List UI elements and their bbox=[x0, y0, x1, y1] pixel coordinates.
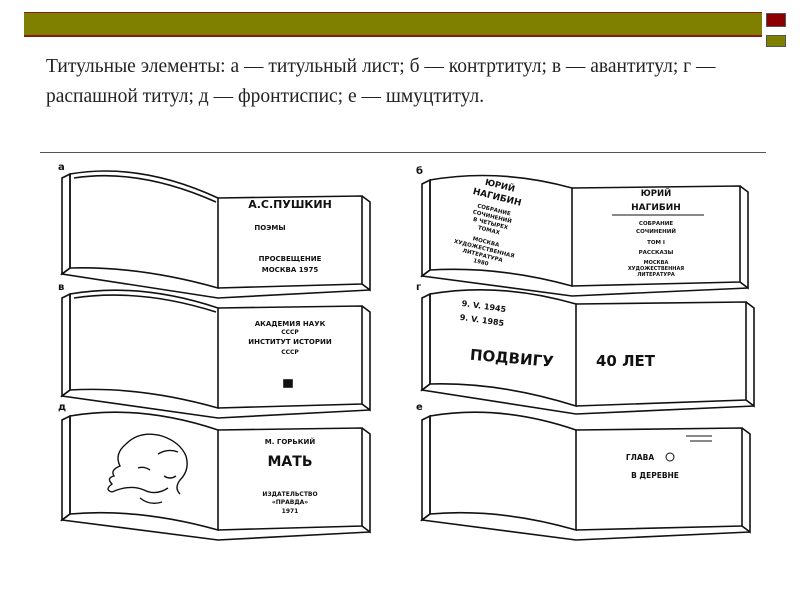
panel-v: в АКАДЕМИЯ НАУК СССР ИНСТИТУТ ИСТОРИИ СС… bbox=[58, 282, 371, 419]
panel-d-letter: д bbox=[58, 402, 66, 413]
panel-a: а А.С.ПУШКИН ПОЭМЫ ПРОСВЕЩЕНИЕ МОСКВА 19… bbox=[58, 162, 371, 299]
panel-v-line-0: АКАДЕМИЯ НАУК bbox=[255, 320, 326, 328]
title-elements-figure: а А.С.ПУШКИН ПОЭМЫ ПРОСВЕЩЕНИЕ МОСКВА 19… bbox=[40, 158, 760, 563]
panel-a-line-2: ПРОСВЕЩЕНИЕ bbox=[259, 255, 322, 263]
panel-g: г 9. V. 1945 9. V. 1985 ПОДВИГУ 40 ЛЕТ bbox=[416, 282, 755, 415]
panel-d-line-4: 1971 bbox=[282, 508, 299, 515]
panel-v-letter: в bbox=[58, 282, 64, 293]
panel-d-line-0: М. ГОРЬКИЙ bbox=[265, 437, 316, 446]
publisher-mark-icon bbox=[283, 379, 293, 388]
caption-text: Титульные элементы: а — титульный лист; … bbox=[46, 56, 716, 107]
panel-d-line-1: МАТЬ bbox=[268, 454, 313, 470]
panel-a-line-3: МОСКВА 1975 bbox=[262, 266, 319, 274]
panel-a-line-1: ПОЭМЫ bbox=[254, 224, 285, 232]
title-bar bbox=[24, 12, 762, 35]
panel-v-line-3: СССР bbox=[281, 349, 299, 356]
panel-d: д М. ГОРЬКИЙ МАТЬ ИЗДАТЕЛЬСТВО «ПРАВДА» … bbox=[58, 402, 371, 541]
caption-rule bbox=[40, 152, 766, 153]
panel-a-letter: а bbox=[58, 162, 65, 173]
panel-b-right-6: МОСКВА bbox=[644, 260, 669, 266]
panel-g-left-2: ПОДВИГУ bbox=[469, 346, 554, 371]
panel-b-right-3: СОЧИНЕНИЙ bbox=[636, 227, 676, 235]
corner-square-dark bbox=[766, 13, 786, 27]
panel-e: е ГЛАВА В ДЕРЕВНЕ bbox=[416, 402, 751, 541]
panel-b: б ЮРИЙ НАГИБИН СОБРАНИЕ СОЧИНЕНИЙ В ЧЕТЫ… bbox=[416, 165, 749, 297]
panel-g-right-0: 40 ЛЕТ bbox=[596, 352, 656, 370]
corner-square-olive bbox=[766, 35, 786, 47]
panel-b-right-4: ТОМ I bbox=[647, 240, 665, 246]
panel-b-letter: б bbox=[416, 165, 423, 177]
panel-b-left-5: ТОМАХ bbox=[477, 225, 501, 236]
portrait-sketch-icon bbox=[107, 433, 188, 505]
panel-d-line-2: ИЗДАТЕЛЬСТВО bbox=[262, 491, 317, 498]
panel-v-line-1: СССР bbox=[281, 329, 299, 336]
panel-a-line-0: А.С.ПУШКИН bbox=[248, 198, 332, 211]
panel-b-right-0: ЮРИЙ bbox=[641, 187, 671, 199]
panel-g-left-1: 9. V. 1985 bbox=[459, 313, 505, 328]
panel-e-letter: е bbox=[416, 402, 423, 413]
panel-b-right-8: ЛИТЕРАТУРА bbox=[637, 272, 675, 278]
title-underline bbox=[24, 35, 762, 37]
panel-v-line-2: ИНСТИТУТ ИСТОРИИ bbox=[248, 338, 332, 346]
panel-b-right-2: СОБРАНИЕ bbox=[639, 221, 673, 227]
panel-b-right-1: НАГИБИН bbox=[631, 203, 681, 213]
panel-e-line-1: В ДЕРЕВНЕ bbox=[631, 471, 679, 480]
panel-g-left-0: 9. V. 1945 bbox=[461, 299, 507, 314]
panel-b-right-7: ХУДОЖЕСТВЕННАЯ bbox=[628, 266, 684, 272]
panel-e-line-0: ГЛАВА bbox=[626, 453, 655, 462]
panel-g-letter: г bbox=[416, 282, 421, 293]
panel-b-left-9: 1980 bbox=[473, 258, 489, 268]
panel-b-right-5: РАССКАЗЫ bbox=[639, 250, 674, 256]
chapter-number-icon bbox=[665, 452, 675, 462]
panel-d-line-3: «ПРАВДА» bbox=[272, 499, 308, 506]
